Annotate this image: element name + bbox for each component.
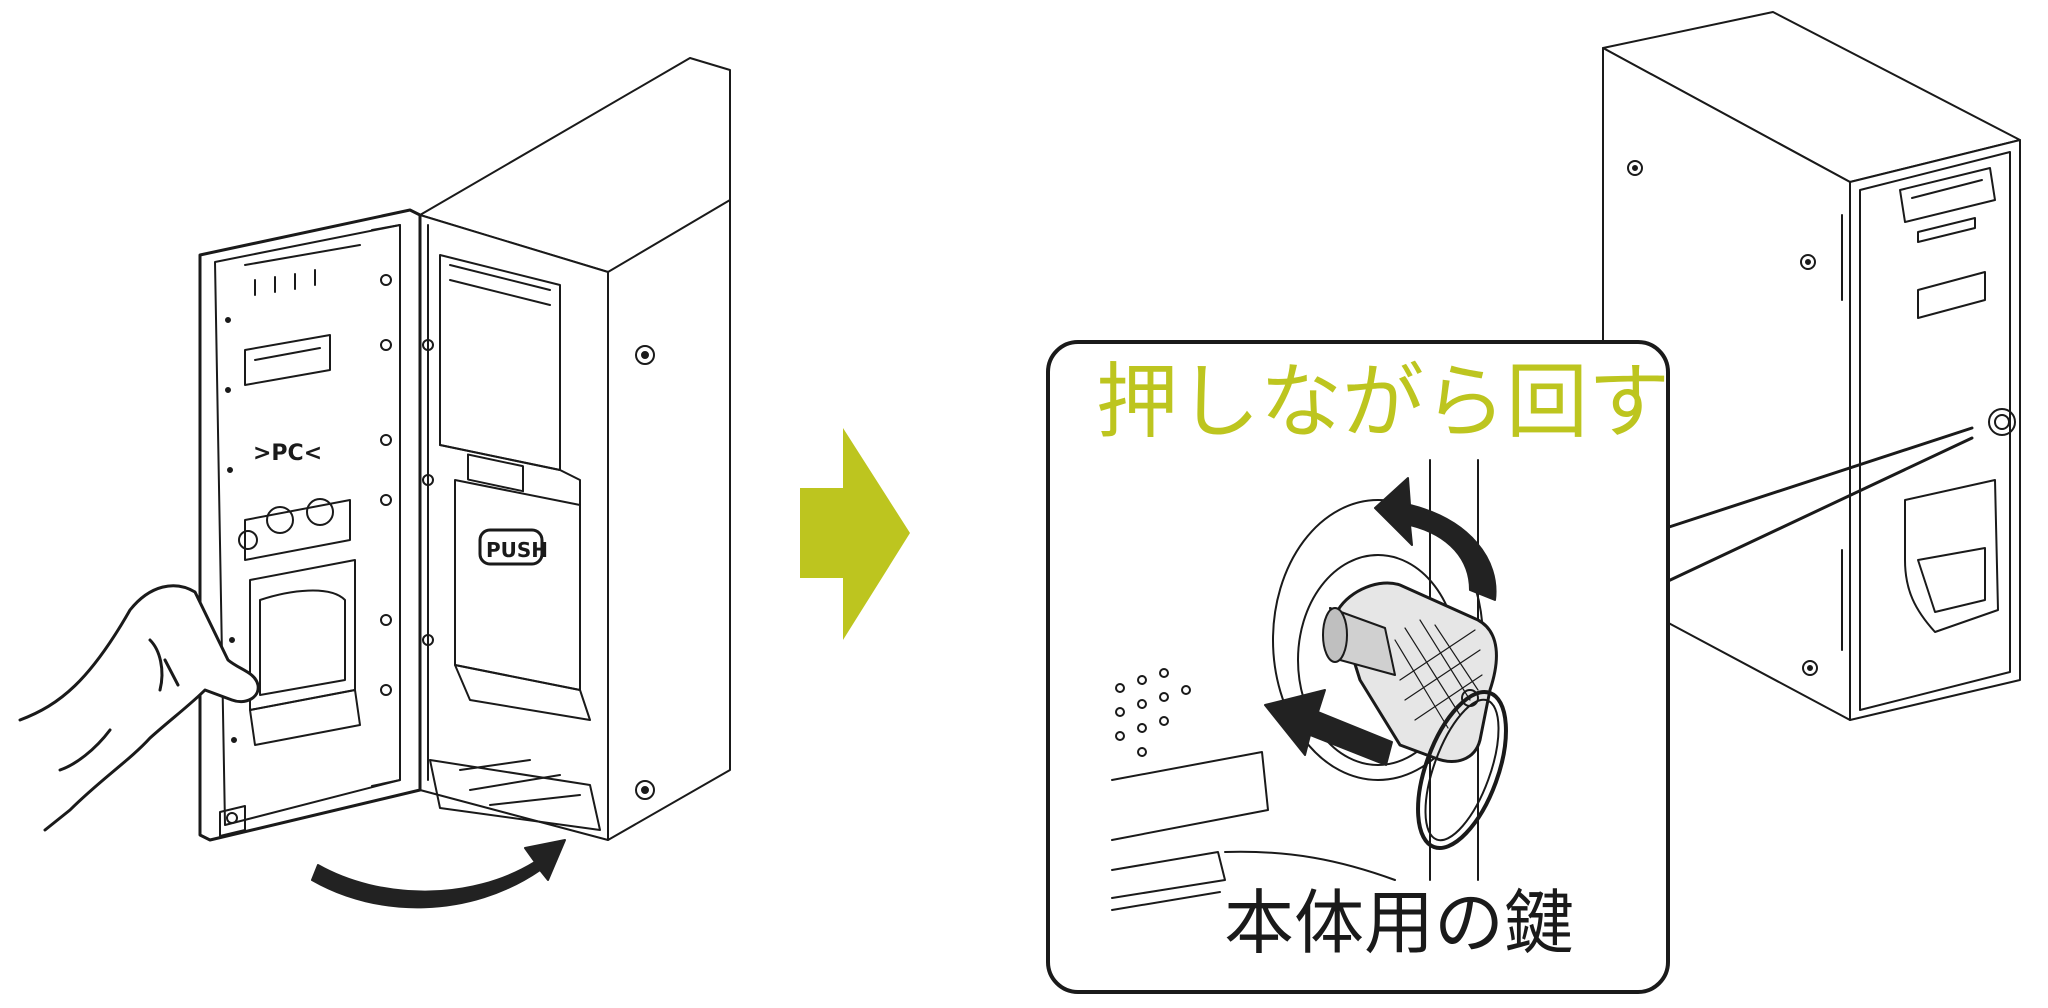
push-label: PUSH [486,538,548,562]
lock-detail-callout [1046,340,1974,994]
door-pc-mark: >PC< [253,441,322,466]
open-machine-illustration: PUSH >PC< [198,57,731,842]
push-arrow-icon [1264,689,1393,766]
closed-machine-illustration [1602,11,2021,721]
key-label-text: 本体用の鍵 [1224,882,1574,964]
hand-illustration [18,584,260,832]
flow-arrow-icon [800,428,910,640]
turn-arrow-icon [1374,477,1497,601]
door-swing-arrow [311,839,566,909]
instruction-text: 押しながら回す [1096,355,1671,450]
